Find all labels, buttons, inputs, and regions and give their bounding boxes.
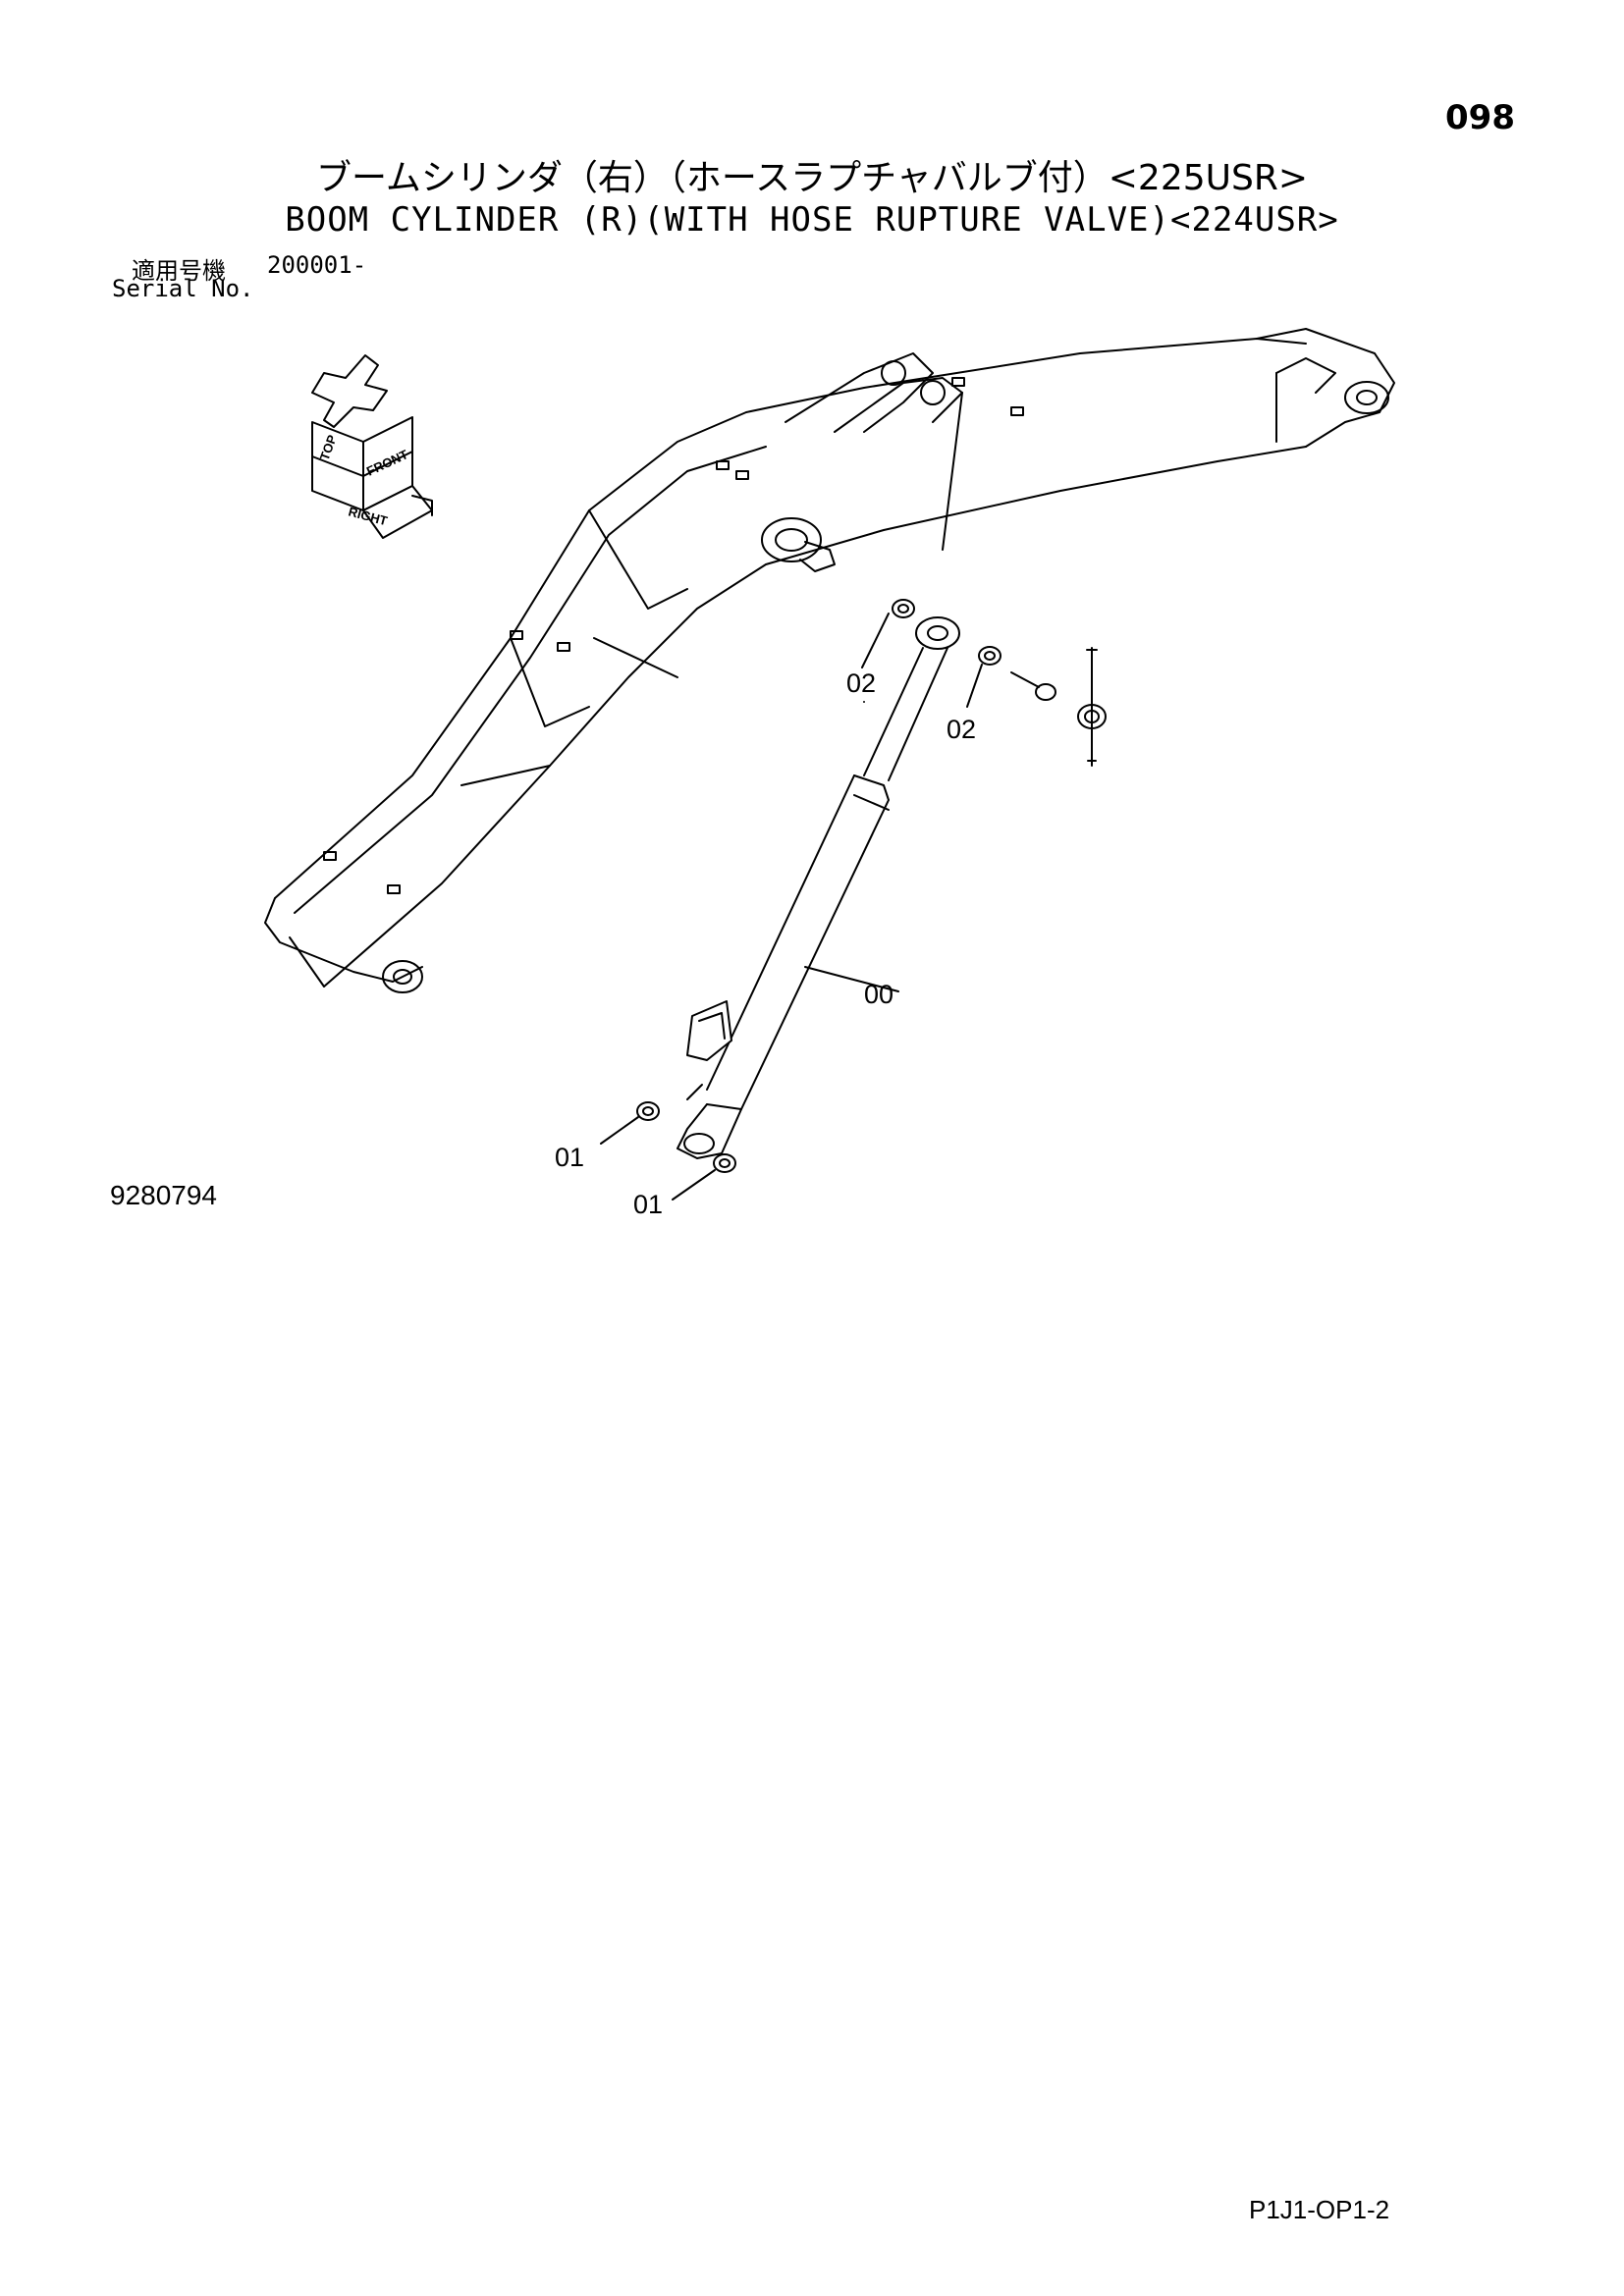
title-english: BOOM CYLINDER (R)(WITH HOSE RUPTURE VALV… — [285, 200, 1339, 240]
serial-label-english: Serial No. — [112, 275, 254, 302]
bushing-top-a — [892, 599, 915, 618]
orientation-cube-icon: TOP FRONT RIGHT — [311, 354, 433, 539]
bushings — [636, 599, 1107, 1173]
sheet-code: P1J1-OP1-2 — [1249, 2195, 1390, 2224]
page-number: 098 — [1445, 98, 1515, 137]
callout-02-top: 02 — [846, 668, 876, 698]
callout-01-left: 01 — [555, 1143, 584, 1172]
drawing-number: 9280794 — [110, 1180, 218, 1210]
callout-00: 00 — [864, 980, 893, 1009]
boom-outline — [264, 328, 1395, 993]
title-japanese: ブームシリンダ（右）（ホースラプチャバルブ付）<225USR> — [315, 158, 1309, 198]
leader-lines — [593, 613, 1040, 1201]
bushing-bottom-b — [713, 1153, 736, 1173]
serial-label-japanese: 適用号機 — [132, 257, 226, 285]
bushing-bottom-a — [636, 1101, 660, 1121]
bushing-top-b — [978, 646, 1001, 666]
serial-value: 200001- — [267, 251, 367, 279]
callout-02-right: 02 — [947, 715, 976, 744]
washer — [1035, 683, 1056, 701]
boom-cylinder — [677, 616, 960, 1159]
callout-01-bottom: 01 — [633, 1190, 663, 1219]
